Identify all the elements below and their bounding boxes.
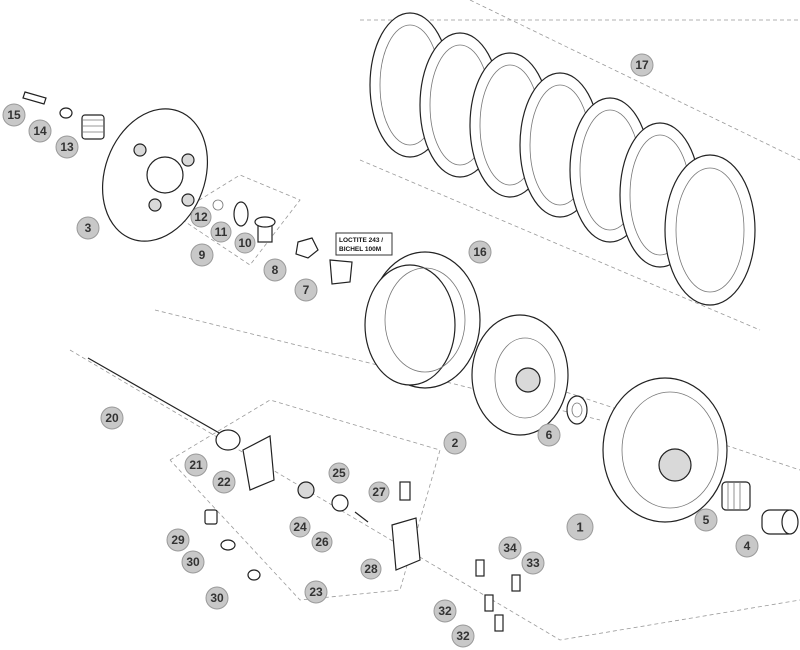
svg-text:27: 27 <box>372 485 386 499</box>
svg-text:28: 28 <box>364 562 378 576</box>
svg-text:32: 32 <box>456 629 470 643</box>
callout-25: 25 <box>328 462 350 484</box>
callout-21: 21 <box>184 453 208 477</box>
svg-text:25: 25 <box>332 466 346 480</box>
nut-and-lock-washer <box>295 237 353 285</box>
svg-text:6: 6 <box>546 428 553 442</box>
callout-8: 8 <box>263 258 287 282</box>
callout-23: 23 <box>304 580 328 604</box>
callout-20: 20 <box>100 406 124 430</box>
svg-text:20: 20 <box>105 411 119 425</box>
callout-11: 11 <box>210 221 232 243</box>
callout-28: 28 <box>360 558 382 580</box>
callout-10: 10 <box>234 232 256 254</box>
svg-text:11: 11 <box>215 225 228 239</box>
svg-text:22: 22 <box>217 475 231 489</box>
callout-17: 17 <box>630 53 654 77</box>
callout-1: 1 <box>566 513 594 541</box>
svg-text:15: 15 <box>7 108 21 122</box>
bleed-fittings <box>204 509 521 632</box>
needle-bearing-and-bushing <box>721 481 799 535</box>
clutch-plate-stack <box>369 12 756 306</box>
svg-text:29: 29 <box>171 533 185 547</box>
svg-text:7: 7 <box>303 283 310 297</box>
svg-text:5: 5 <box>703 513 710 527</box>
svg-text:23: 23 <box>309 585 323 599</box>
callout-29: 29 <box>166 528 190 552</box>
callout-30b: 30 <box>205 586 229 610</box>
svg-text:8: 8 <box>272 263 279 277</box>
push-rod <box>87 357 236 443</box>
svg-text:3: 3 <box>85 221 92 235</box>
callout-14: 14 <box>28 119 52 143</box>
friction-plate-pack <box>364 251 481 389</box>
callout-32a: 32 <box>433 599 457 623</box>
callout-22: 22 <box>212 470 236 494</box>
callout-13: 13 <box>55 135 79 159</box>
callout-34: 34 <box>498 536 522 560</box>
callout-33: 33 <box>521 551 545 575</box>
pressure-plate <box>101 108 209 242</box>
callout-7: 7 <box>294 278 318 302</box>
callout-27: 27 <box>368 481 390 503</box>
callout-26: 26 <box>311 531 333 553</box>
svg-text:24: 24 <box>293 520 307 534</box>
svg-text:10: 10 <box>238 236 252 250</box>
svg-text:34: 34 <box>503 541 517 555</box>
spring-bolt-set <box>22 91 105 140</box>
inner-hub <box>471 314 569 436</box>
note-line-2: BICHEL 100M <box>339 246 381 253</box>
callout-9: 9 <box>190 243 214 267</box>
svg-text:4: 4 <box>744 539 751 553</box>
svg-text:2: 2 <box>452 436 459 450</box>
svg-text:21: 21 <box>189 458 203 472</box>
svg-text:26: 26 <box>315 535 329 549</box>
callout-3: 3 <box>76 216 100 240</box>
svg-text:33: 33 <box>526 556 540 570</box>
callout-24: 24 <box>289 516 311 538</box>
svg-text:14: 14 <box>33 124 47 138</box>
loctite-note: LOCTITE 243 / BICHEL 100M <box>335 232 393 256</box>
callout-12: 12 <box>190 206 212 228</box>
svg-text:32: 32 <box>438 604 452 618</box>
svg-text:16: 16 <box>473 245 487 259</box>
note-line-1: LOCTITE 243 / <box>339 237 383 244</box>
svg-text:12: 12 <box>194 210 208 224</box>
slave-cylinder-group <box>215 429 421 571</box>
thrust-washer <box>566 395 588 425</box>
callout-2: 2 <box>443 431 467 455</box>
callout-markers: 1 2 3 4 5 6 7 8 9 10 11 12 13 14 15 16 1… <box>2 53 759 648</box>
callout-5: 5 <box>694 508 718 532</box>
callout-15: 15 <box>2 103 26 127</box>
callout-16: 16 <box>468 240 492 264</box>
bearing-set <box>212 199 276 243</box>
svg-text:30: 30 <box>186 555 200 569</box>
svg-text:17: 17 <box>635 58 649 72</box>
callout-30a: 30 <box>181 550 205 574</box>
svg-text:30: 30 <box>210 591 224 605</box>
callout-4: 4 <box>735 534 759 558</box>
svg-text:9: 9 <box>199 248 206 262</box>
callout-6: 6 <box>537 423 561 447</box>
svg-text:1: 1 <box>576 520 583 535</box>
svg-text:13: 13 <box>60 140 74 154</box>
callout-32b: 32 <box>451 624 475 648</box>
outer-basket <box>602 377 728 523</box>
